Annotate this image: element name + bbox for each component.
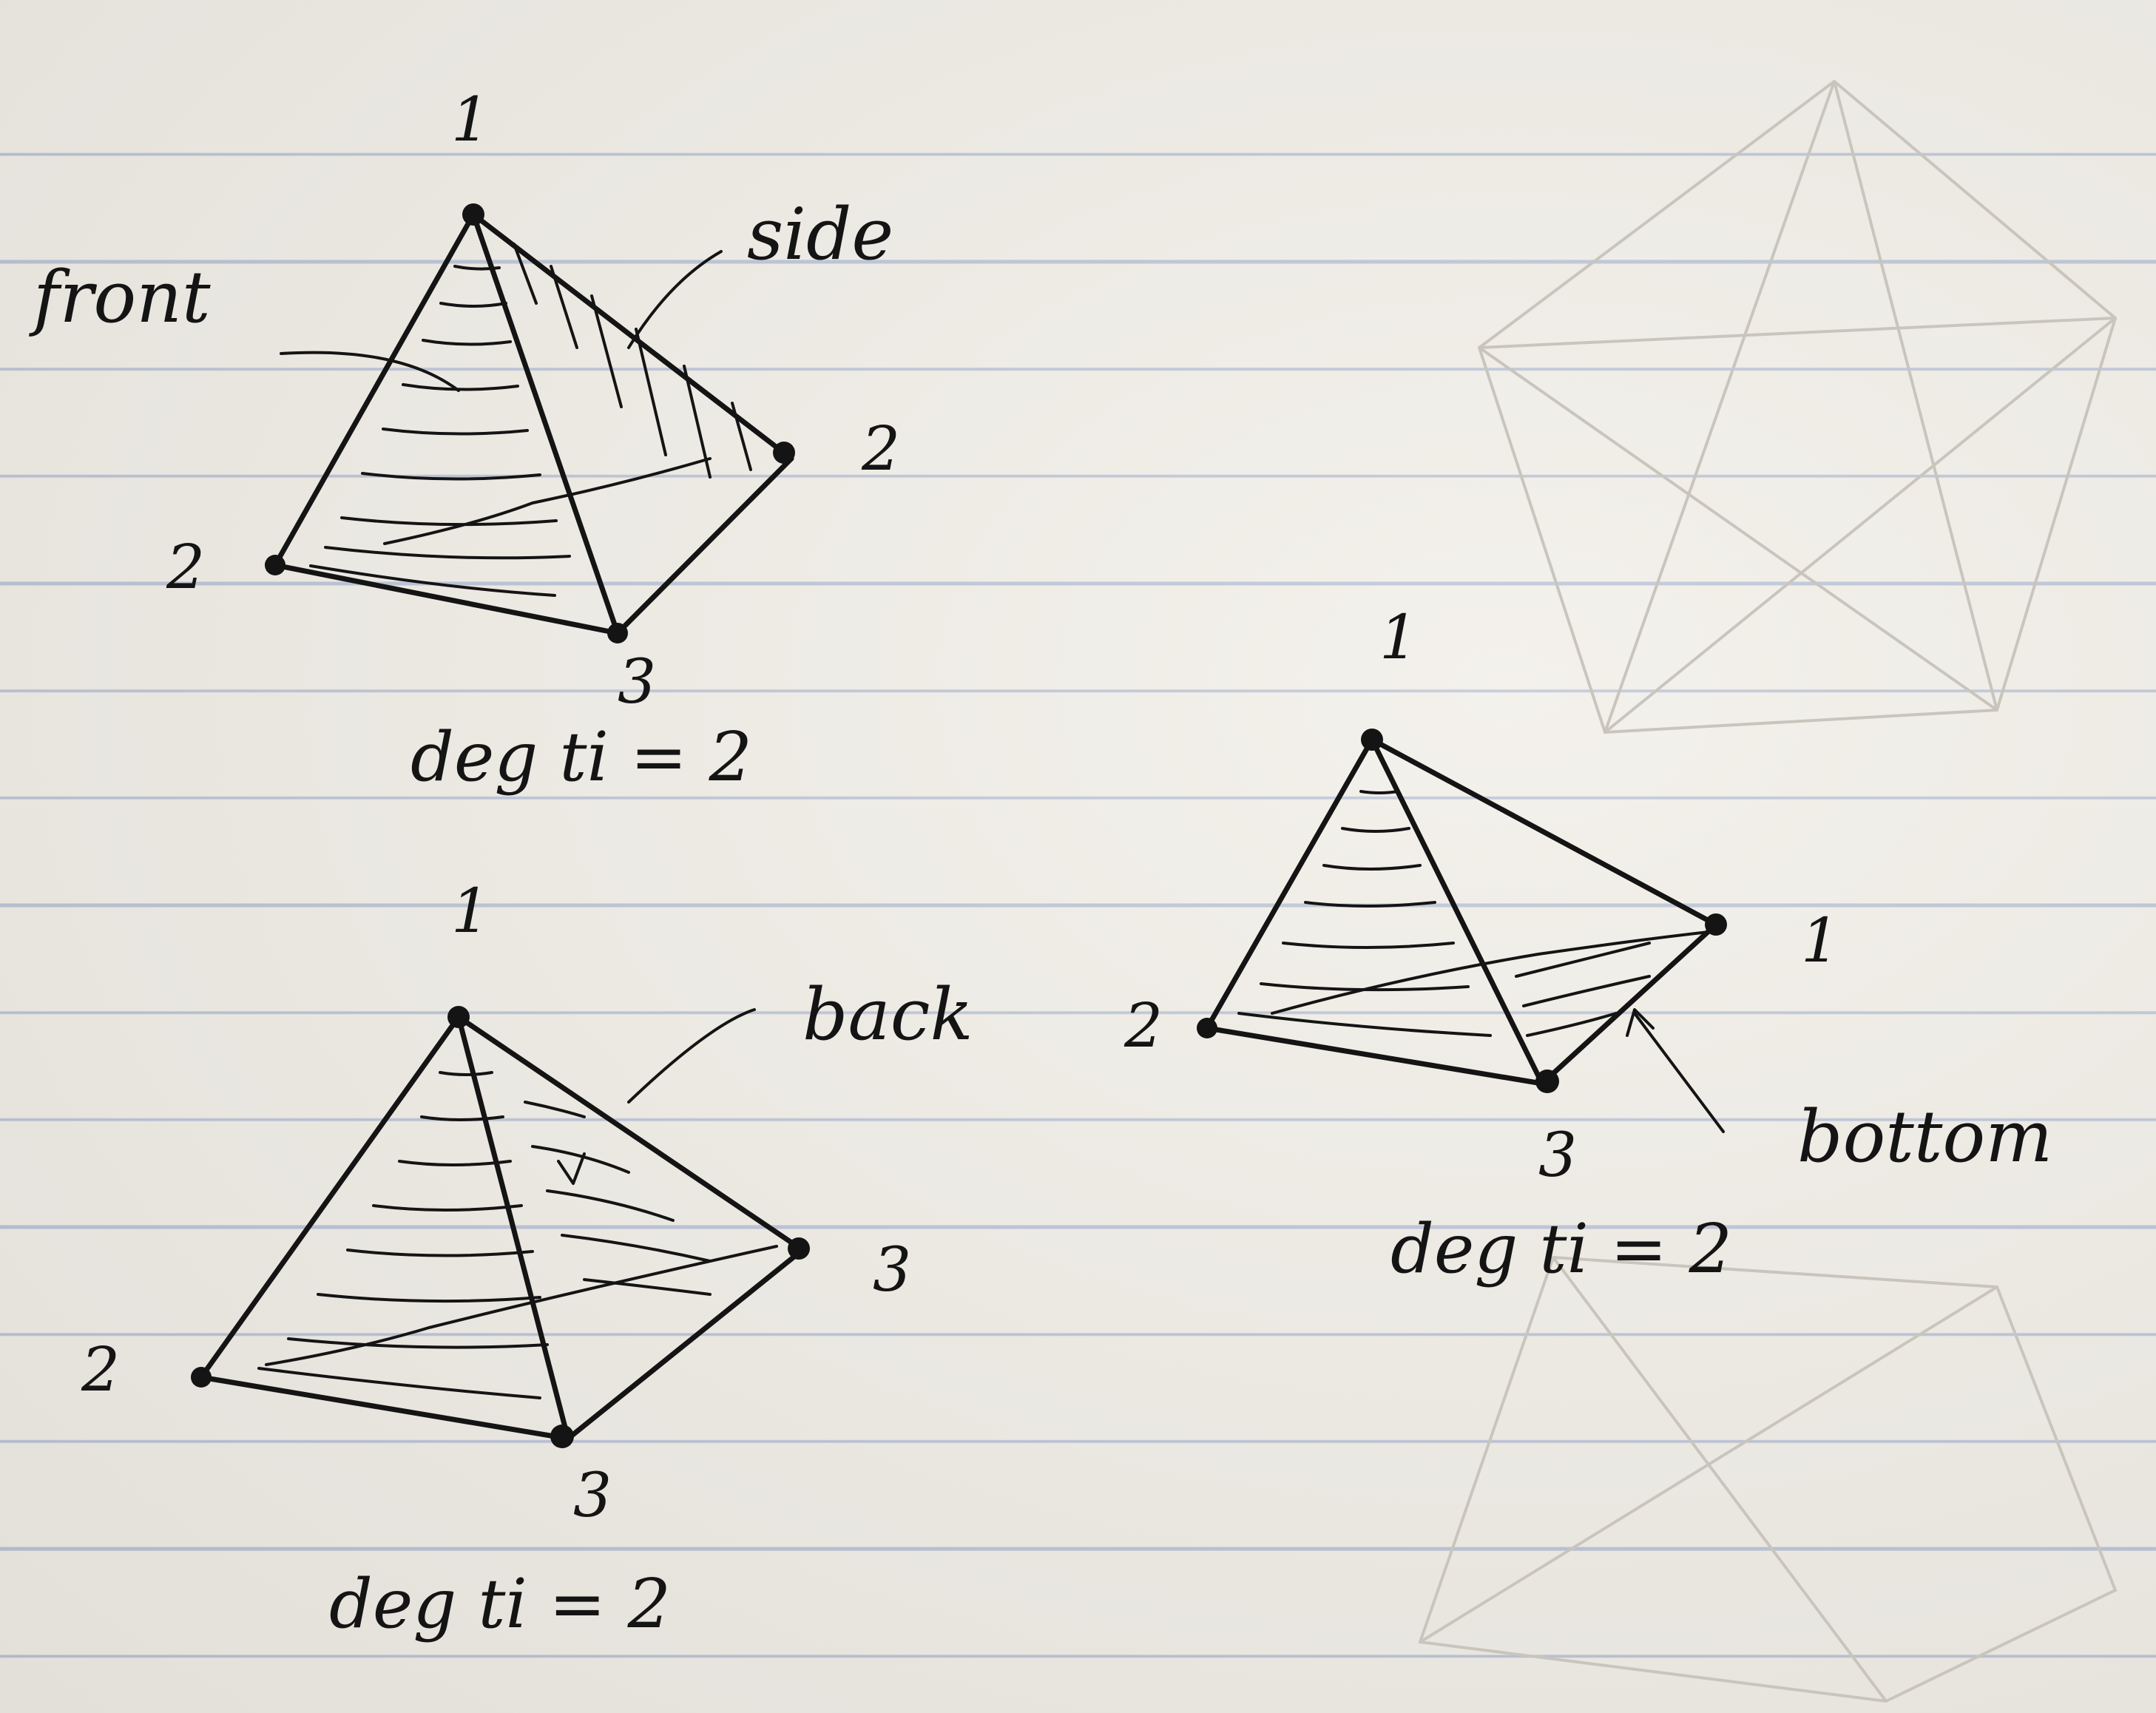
vertex-label: 3 xyxy=(873,1235,911,1305)
tetrahedron-2-back-hatching xyxy=(265,1101,778,1366)
vertex-label: 2 xyxy=(166,533,205,603)
tetrahedron-2-front-hatching xyxy=(257,1071,549,1399)
vertex-dot xyxy=(550,1425,574,1448)
tetrahedron-1-pointers xyxy=(280,250,723,392)
vertex-dot xyxy=(1705,913,1727,936)
vertex-label: 2 xyxy=(1123,991,1163,1061)
vertex-label: 1 xyxy=(451,85,490,155)
bleed-through-sketch xyxy=(1418,79,2118,1703)
tetrahedron-3-front-hatching xyxy=(1237,790,1492,1037)
vertex-label: 2 xyxy=(861,414,900,484)
vertex-dot xyxy=(447,1006,470,1028)
vertex-dot xyxy=(1197,1018,1217,1038)
tetrahedron-2-pointer xyxy=(627,1008,756,1104)
degree-text: deg ti = 2 xyxy=(410,717,752,797)
tetrahedron-figure-1: 1 2 3 2 front side deg ti = 2 xyxy=(29,85,900,797)
tetrahedron-2-vertices xyxy=(191,1006,810,1448)
vertex-dot xyxy=(462,203,484,226)
tetrahedron-1-vertices xyxy=(265,203,795,643)
tetrahedron-3-edges xyxy=(1204,737,1719,1087)
tetrahedron-1-side-hatching xyxy=(383,243,752,545)
vertex-label: 3 xyxy=(618,647,656,717)
tetrahedron-3-pointer xyxy=(1626,1008,1725,1133)
tetrahedron-2-edges xyxy=(198,1014,805,1442)
degree-text: deg ti = 2 xyxy=(329,1564,671,1643)
face-label-back: back xyxy=(802,973,973,1056)
vertex-dot xyxy=(191,1367,212,1388)
vertex-label: 1 xyxy=(451,876,490,947)
tetrahedron-figure-3: 1 2 3 1 bottom deg ti = 2 xyxy=(1123,603,2052,1288)
vertex-dot xyxy=(1361,729,1383,751)
vertex-label: 1 xyxy=(1801,906,1839,976)
vertex-label: 1 xyxy=(1379,603,1418,673)
tetrahedron-3-vertices xyxy=(1197,729,1727,1093)
face-label-side: side xyxy=(747,193,893,276)
vertex-label: 3 xyxy=(1538,1121,1577,1191)
tetrahedron-1-edges xyxy=(272,212,794,636)
face-label-bottom: bottom xyxy=(1797,1095,2052,1178)
vertex-label: 2 xyxy=(81,1335,120,1405)
vertex-dot xyxy=(265,555,285,575)
tetrahedron-figure-2: 1 2 3 3 back deg ti = 2 xyxy=(81,876,973,1643)
vertex-label: 3 xyxy=(573,1461,612,1531)
vertex-dot xyxy=(607,623,628,643)
face-label-front: front xyxy=(29,256,211,339)
tetrahedron-1-front-hatching xyxy=(309,265,571,597)
vertex-dot xyxy=(1535,1070,1559,1093)
vertex-dot xyxy=(788,1237,810,1260)
degree-text: deg ti = 2 xyxy=(1390,1209,1732,1288)
vertex-dot xyxy=(773,442,795,464)
tetrahedron-3-bottom-hatching xyxy=(1271,930,1710,1037)
